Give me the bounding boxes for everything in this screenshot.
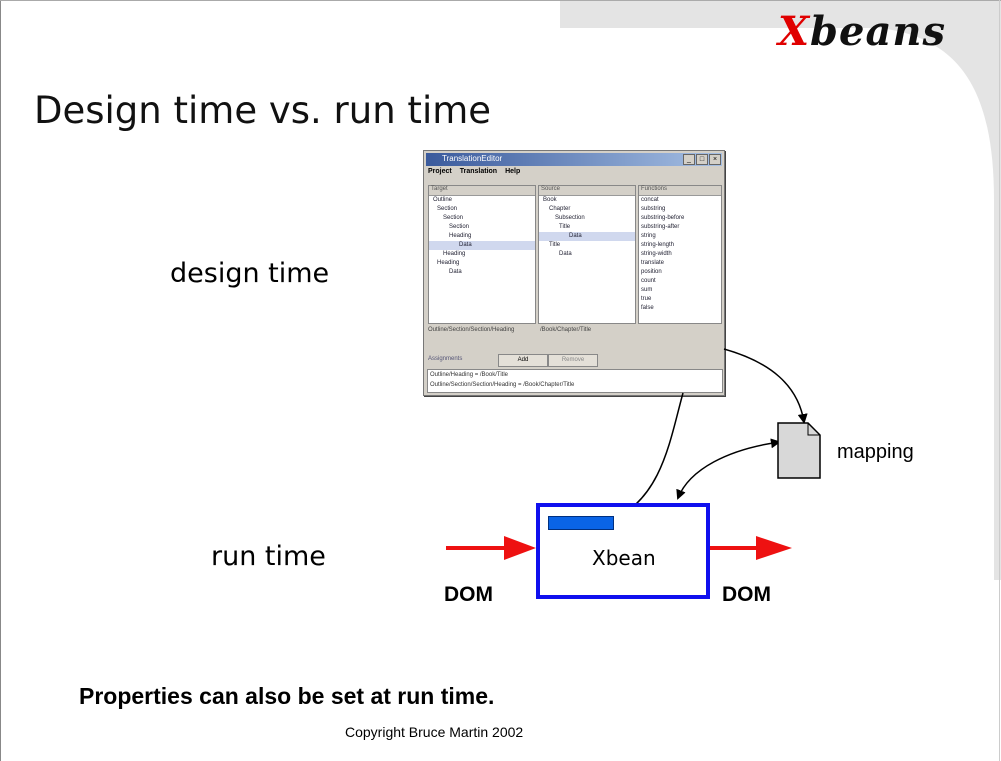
- frame-border-left: [0, 0, 1, 761]
- tree-item: Heading: [443, 251, 466, 257]
- mapping-label: mapping: [837, 441, 914, 463]
- function-item: string-width: [641, 251, 672, 257]
- dom-input-label: DOM: [444, 583, 493, 606]
- maximize-icon: □: [696, 154, 708, 165]
- xbean-property-bar: [548, 516, 614, 530]
- window-menubar: Project Translation Help: [428, 168, 520, 175]
- source-path-status: /Book/Chapter/Title: [540, 327, 592, 333]
- function-item: sum: [641, 287, 653, 293]
- decorative-corner-shape: [560, 0, 1001, 580]
- xbean-label: Xbean: [592, 546, 656, 570]
- window-titlebar: TranslationEditor: [426, 153, 722, 166]
- mapping-xbean-double-arrow: [676, 438, 781, 500]
- tree-item: Heading: [449, 233, 472, 239]
- dom-output-label: DOM: [722, 583, 771, 606]
- function-item: translate: [641, 260, 665, 266]
- add-button: Add: [498, 354, 548, 367]
- tree-item: Section: [443, 215, 464, 221]
- tree-item: Data: [449, 269, 462, 275]
- tree-item: Title: [559, 224, 571, 230]
- target-pane-header: Target: [429, 186, 535, 196]
- source-pane-header: Source: [539, 186, 635, 196]
- tree-item: Section: [449, 224, 470, 230]
- run-time-note: Properties can also be set at run time.: [79, 683, 495, 709]
- dom-output-arrow: [705, 536, 792, 560]
- minimize-icon: _: [683, 154, 695, 165]
- function-item: position: [641, 269, 662, 275]
- copyright-footer: Copyright Bruce Martin 2002: [345, 724, 524, 740]
- target-pane: Target Outline Section Section Section H…: [428, 185, 536, 324]
- tree-item: Heading: [437, 260, 460, 266]
- function-item: true: [641, 296, 652, 302]
- window-title: TranslationEditor: [442, 154, 503, 163]
- function-item: string-length: [641, 242, 675, 248]
- tree-item: Data: [559, 251, 572, 257]
- remove-button: Remove: [548, 354, 598, 367]
- tree-item: Outline: [433, 197, 453, 203]
- logo-x: X: [778, 8, 811, 55]
- function-item: string: [641, 233, 656, 239]
- close-icon: ×: [709, 154, 721, 165]
- source-pane: Source Book Chapter Subsection Title Dat…: [538, 185, 636, 324]
- translation-editor-window: TranslationEditor _ □ × Project Translat…: [423, 150, 725, 396]
- tree-item: Section: [437, 206, 458, 212]
- functions-pane-header: Functions: [639, 186, 721, 196]
- logo-rest: beans: [810, 8, 946, 55]
- function-item: false: [641, 305, 654, 311]
- target-path-status: Outline/Section/Section/Heading: [428, 327, 515, 333]
- dom-input-arrow: [446, 536, 536, 560]
- window-to-mapping-arrow: [723, 348, 808, 424]
- xbeans-logo: Xbeans: [778, 8, 946, 55]
- xbean-component: Xbean: [536, 503, 710, 599]
- design-time-label: design time: [170, 258, 330, 289]
- assignment-item: Outline/Section/Section/Heading = /Book/…: [430, 382, 575, 388]
- menu-help: Help: [505, 168, 521, 175]
- function-item: substring: [641, 206, 666, 212]
- function-item: count: [641, 278, 656, 284]
- run-time-label: run time: [211, 541, 326, 572]
- window-controls: _ □ ×: [683, 154, 721, 165]
- window-to-xbean-arrow: [610, 392, 684, 522]
- mapping-document-icon: [777, 422, 821, 479]
- menu-project: Project: [428, 168, 452, 175]
- assignments-label: Assignments: [428, 356, 463, 362]
- functions-pane: Functions concat substring substring-bef…: [638, 185, 722, 324]
- assignment-item: Outline/Heading = /Book/Title: [430, 372, 508, 378]
- frame-border-top: [0, 0, 1001, 1]
- tree-item-selected: Data: [429, 241, 535, 250]
- tree-item: Book: [543, 197, 557, 203]
- menu-translation: Translation: [459, 168, 498, 175]
- tree-item-selected: Data: [539, 232, 635, 241]
- tree-item: Title: [549, 242, 561, 248]
- function-item: substring-after: [641, 224, 680, 230]
- tree-item: Chapter: [549, 206, 571, 212]
- function-item: substring-before: [641, 215, 685, 221]
- assignments-list: Outline/Heading = /Book/Title Outline/Se…: [427, 369, 723, 393]
- frame-border-right: [999, 0, 1000, 761]
- function-item: concat: [641, 197, 659, 203]
- slide-title: Design time vs. run time: [34, 89, 492, 132]
- tree-item: Subsection: [555, 215, 585, 221]
